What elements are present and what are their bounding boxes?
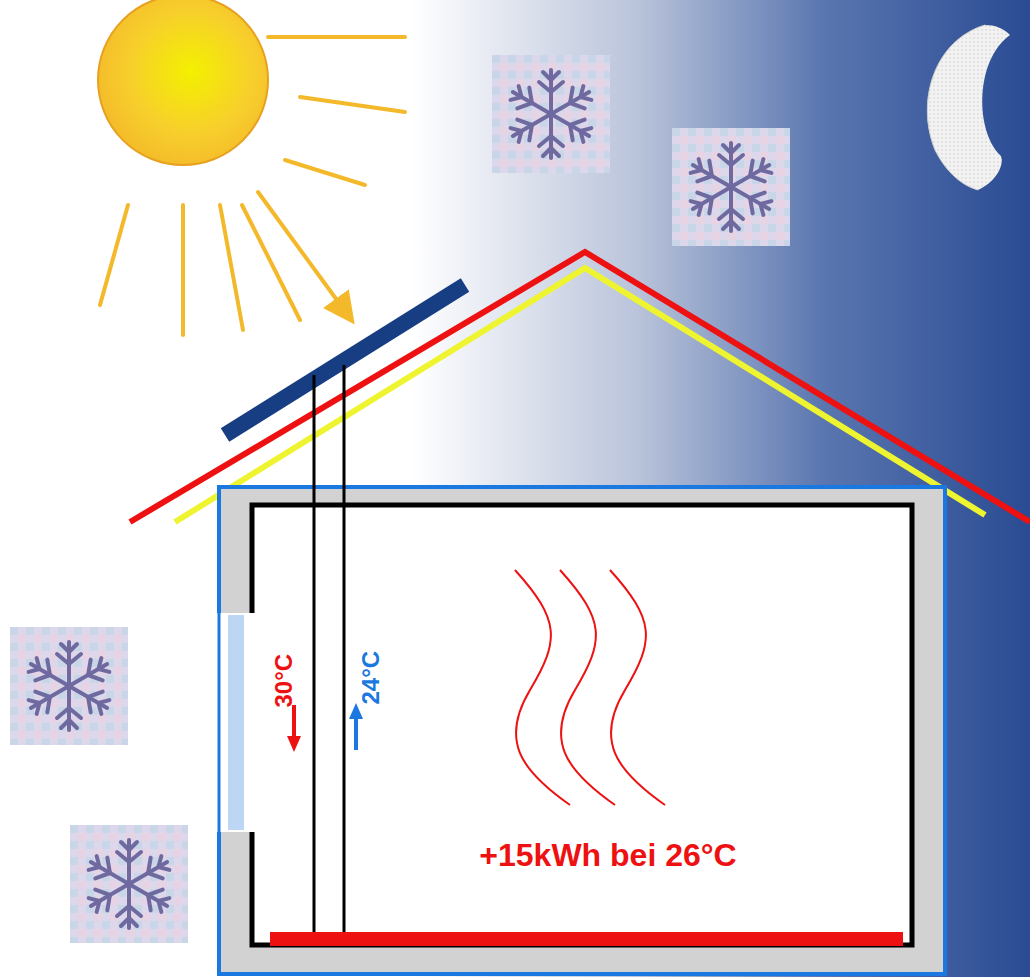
return-temperature: 24°C (357, 651, 385, 705)
heat-gain-label: +15kWh bei 26°C (479, 837, 736, 874)
supply-temperature: 30°C (270, 654, 298, 708)
supply-temperature-holder: 30°C (270, 653, 298, 708)
heat-gain-label-holder: +15kWh bei 26°C (479, 837, 738, 874)
return-temperature-holder: 24°C (357, 650, 385, 705)
